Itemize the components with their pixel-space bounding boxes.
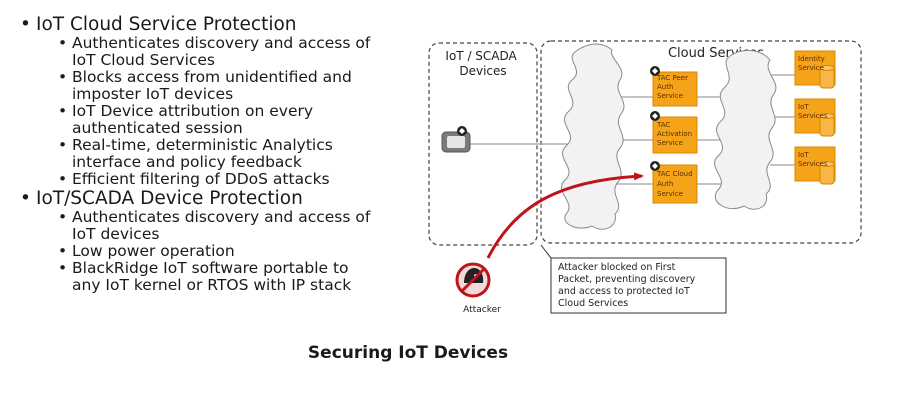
- iot-device-icon: [441, 126, 471, 153]
- attacker-label: Attacker: [463, 305, 501, 315]
- bullet-item: Low power operation: [14, 243, 414, 261]
- attacker-icon: [455, 262, 491, 298]
- bullet-list: IoT Cloud Service Protection Authenticat…: [14, 14, 414, 294]
- bullet-item: IoT Device attribution on everyauthentic…: [14, 103, 414, 137]
- figure-caption: Securing IoT Devices: [307, 343, 509, 363]
- section-device: IoT/SCADA Device Protection Authenticate…: [14, 188, 414, 294]
- svg-text:Attacker blocked on First: Attacker blocked on First Packet, preven…: [558, 262, 698, 309]
- bullet-item: Efficient filtering of DDoS attacks: [14, 171, 414, 189]
- bullet-item: Real-time, deterministic Analyticsinterf…: [14, 137, 414, 171]
- blocked-callout: Attacker blocked on First Packet, preven…: [540, 244, 727, 314]
- cloud-network-right: [714, 50, 777, 210]
- bullet-item: Authenticates discovery and access ofIoT…: [14, 209, 414, 243]
- section-cloud: IoT Cloud Service Protection Authenticat…: [14, 14, 414, 188]
- bullet-item: Blocks access from unidentified andimpos…: [14, 69, 414, 103]
- devices-title: IoT / SCADA Devices: [445, 49, 520, 78]
- section-title: IoT/SCADA Device Protection: [14, 188, 414, 209]
- devices-group-box: [428, 42, 538, 246]
- section-title: IoT Cloud Service Protection: [14, 14, 414, 35]
- bullet-item: Authenticates discovery and access ofIoT…: [14, 35, 414, 69]
- attack-arrow: [486, 172, 644, 259]
- cloud-group-box: [540, 40, 862, 244]
- cloud-network-left: [561, 43, 625, 230]
